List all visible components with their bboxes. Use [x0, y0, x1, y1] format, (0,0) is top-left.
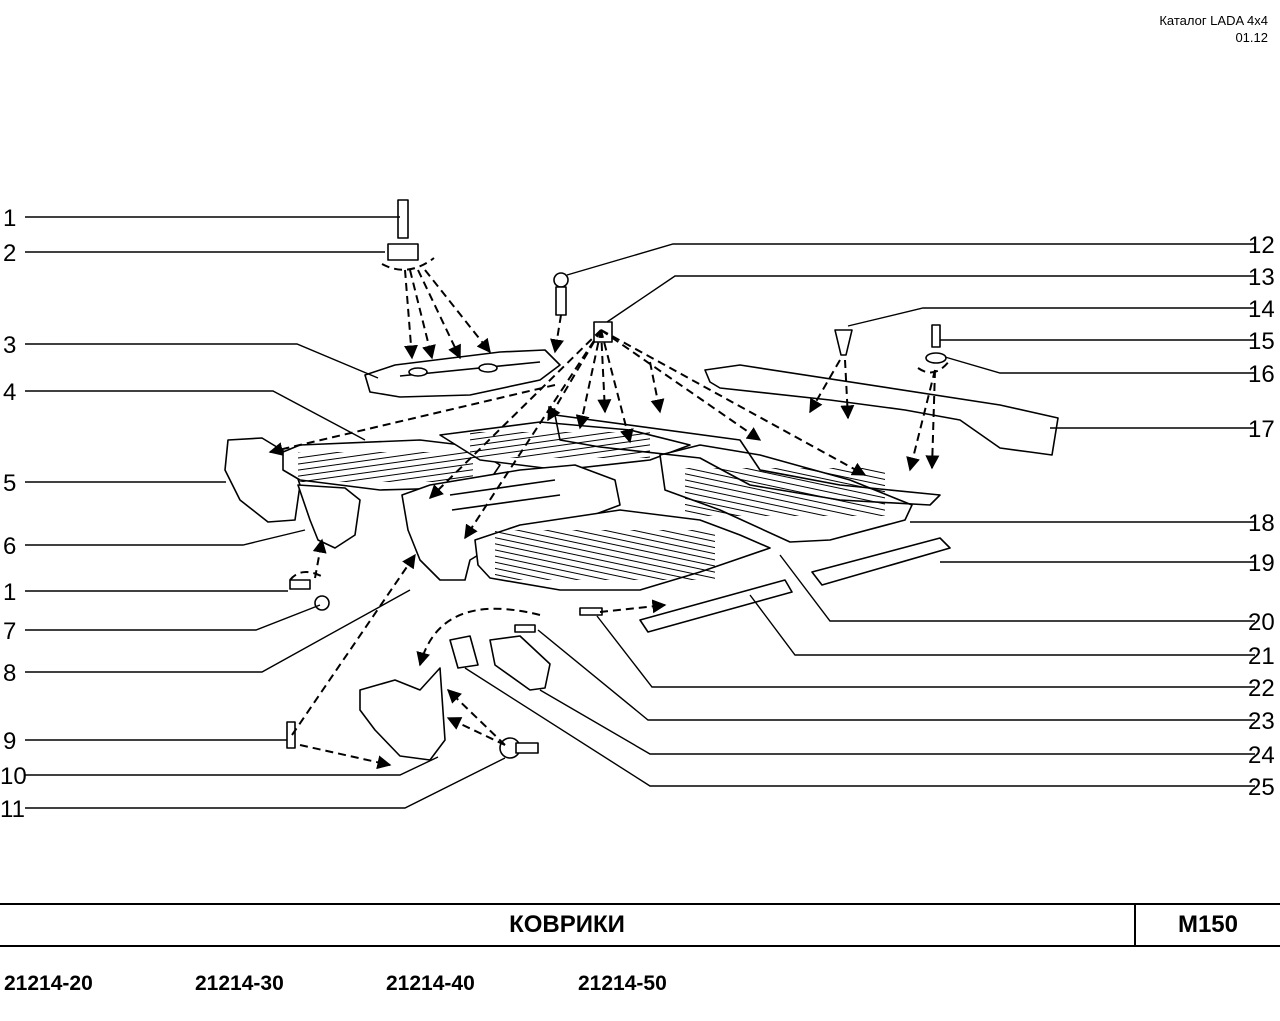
rotation-arcs [289, 257, 951, 667]
title-bar: КОВРИКИ M150 [0, 903, 1280, 947]
callout-11: 11 [0, 796, 25, 823]
callout-15: 15 [1248, 328, 1275, 355]
left-sill-strip [639, 579, 793, 633]
callout-19: 19 [1248, 550, 1275, 577]
fasteners [286, 199, 947, 759]
assembly-arrows [268, 269, 940, 770]
title-divider [1134, 905, 1136, 945]
callout-1: 1 [3, 205, 16, 232]
callout-21: 21 [1248, 643, 1275, 670]
callout-5: 5 [3, 470, 16, 497]
callout-3: 3 [3, 332, 16, 359]
callout-7: 7 [3, 618, 16, 645]
catalog-name: Каталог LADA 4x4 [1159, 13, 1268, 28]
right-sill-strip [811, 537, 951, 586]
callout-1-lower: 1 [3, 579, 16, 606]
mat-holder [489, 635, 551, 691]
callout-8: 8 [3, 660, 16, 687]
section-title: КОВРИКИ [509, 911, 625, 938]
catalog-date: 01.12 [1235, 30, 1268, 45]
model-code: 21214-50 [578, 972, 667, 995]
callout-14: 14 [1248, 296, 1275, 323]
model-code: 21214-30 [195, 972, 284, 995]
callout-12: 12 [1248, 232, 1275, 259]
callout-2: 2 [3, 240, 16, 267]
section-code: M150 [1177, 911, 1239, 938]
callouts-right: 12 13 14 15 16 17 18 19 20 21 22 23 24 2… [1248, 232, 1275, 801]
callout-17: 17 [1248, 416, 1275, 443]
callout-18: 18 [1248, 510, 1275, 537]
callout-9: 9 [3, 728, 16, 755]
callout-24: 24 [1248, 742, 1275, 769]
model-list: 21214-20 21214-30 21214-40 21214-50 [0, 970, 1280, 998]
callout-16: 16 [1248, 361, 1275, 388]
model-code: 21214-40 [386, 972, 475, 995]
tunnel-frame [554, 414, 941, 506]
tunnel-panel [364, 349, 561, 398]
callout-10: 10 [0, 763, 27, 790]
mounting-bracket [359, 667, 446, 761]
leader-lines [25, 216, 1255, 809]
callout-4: 4 [3, 379, 16, 406]
callout-6: 6 [3, 533, 16, 560]
left-side-panel [297, 484, 361, 549]
retaining-clip [449, 635, 479, 669]
callouts-left: 1 2 3 4 5 6 1 7 8 9 10 11 [0, 205, 27, 823]
callout-25: 25 [1248, 774, 1275, 801]
model-code: 21214-20 [4, 972, 93, 995]
callout-13: 13 [1248, 264, 1275, 291]
callout-23: 23 [1248, 708, 1275, 735]
rear-floor-mat [704, 364, 1059, 456]
floor-mats-exploded-diagram: 1 2 3 4 5 6 1 7 8 9 10 11 12 13 14 15 16… [0, 199, 1275, 823]
callout-22: 22 [1248, 675, 1275, 702]
catalog-header: Каталог LADA 4x4 01.12 [1159, 12, 1268, 46]
callout-20: 20 [1248, 609, 1275, 636]
